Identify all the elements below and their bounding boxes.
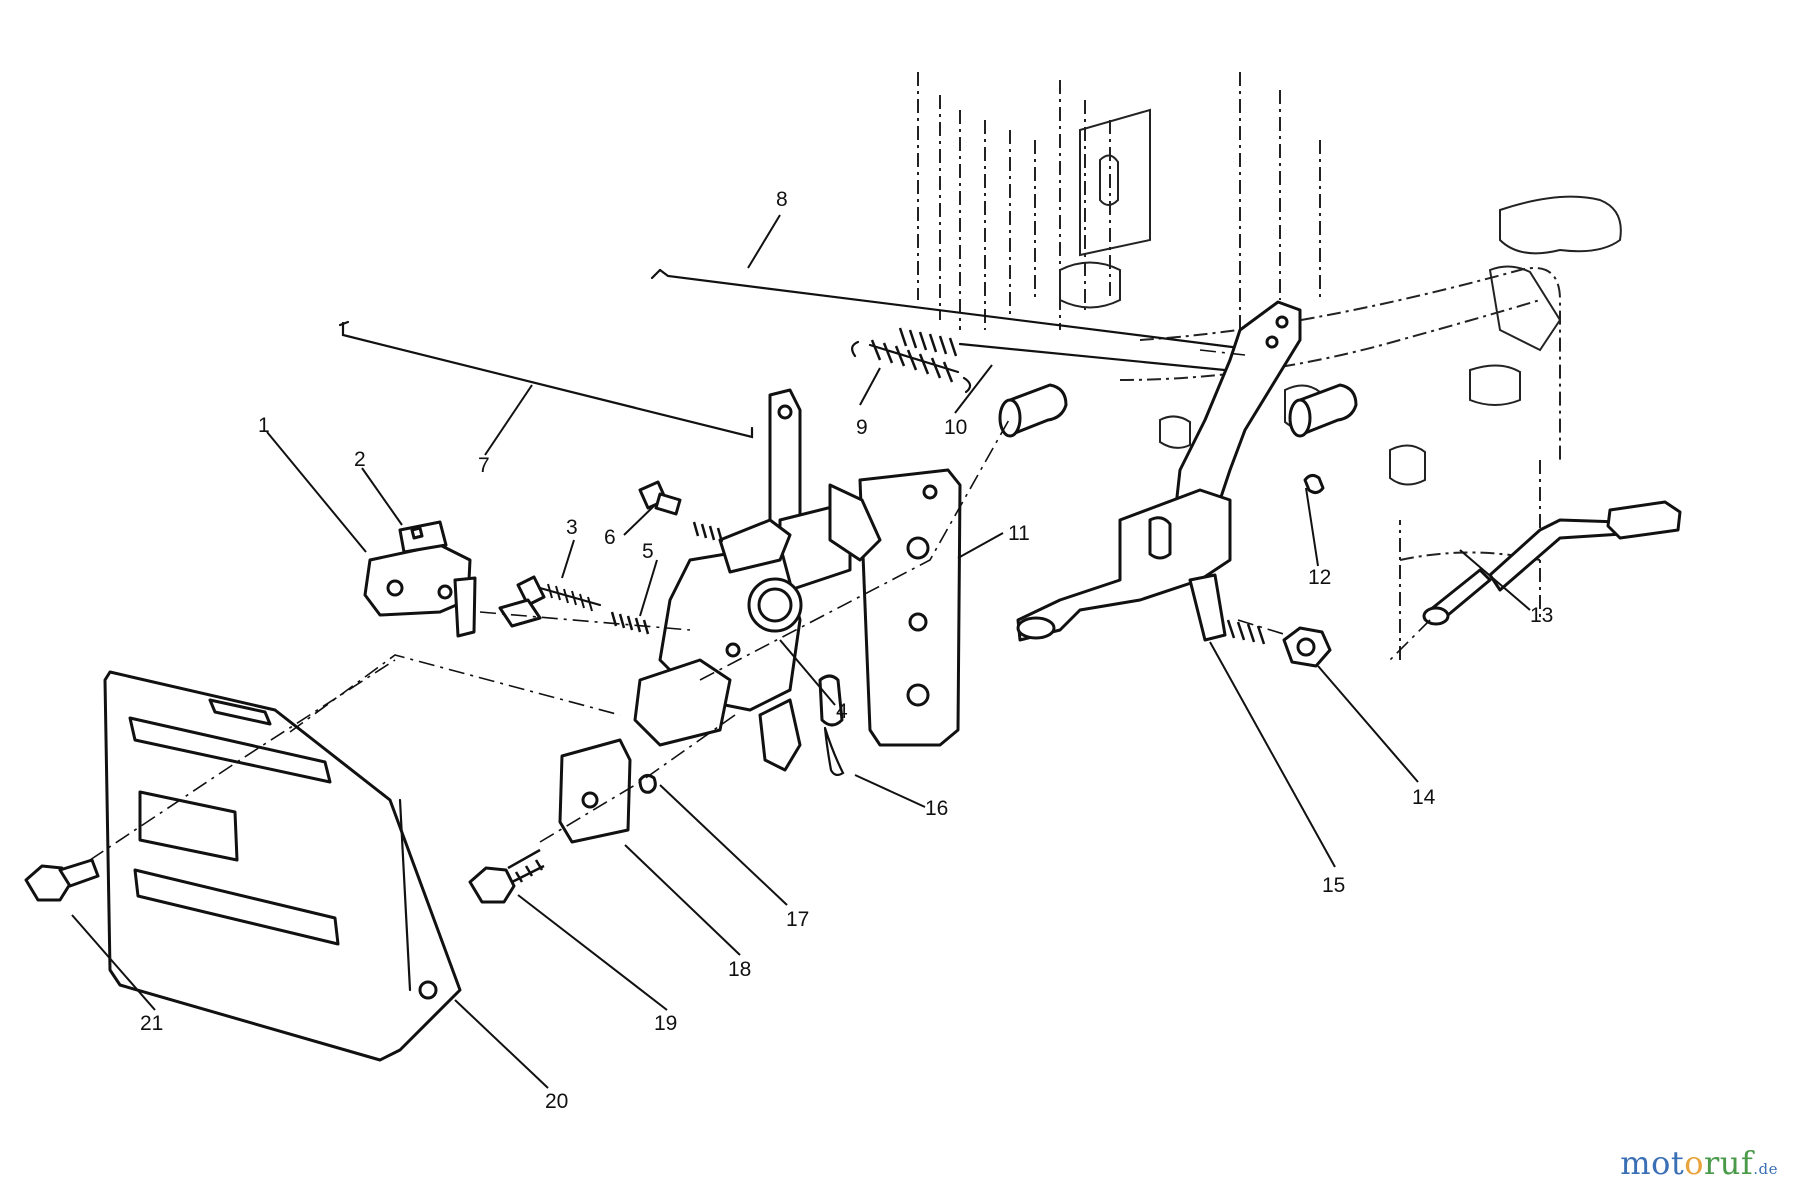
callout-8: 8 — [776, 188, 788, 211]
nut-14 — [1282, 626, 1332, 668]
watermark-part-1: mot — [1620, 1144, 1685, 1182]
callout-14: 14 — [1412, 786, 1436, 809]
callout-19: 19 — [654, 1012, 677, 1035]
spring-10 — [898, 327, 1247, 374]
callout-10: 10 — [944, 416, 967, 439]
cover-plate-20 — [103, 670, 462, 1062]
callout-4: 4 — [836, 700, 848, 723]
watermark-tld: .de — [1753, 1160, 1778, 1178]
bolt-21 — [24, 858, 100, 902]
engine-block — [917, 72, 1622, 660]
callout-6: 6 — [604, 526, 616, 549]
screw-15 — [1226, 619, 1266, 645]
bracket-1 — [363, 543, 477, 638]
assembly-lines — [89, 349, 1431, 861]
throttle-lever-15 — [1016, 300, 1302, 642]
callout-20: 20 — [545, 1090, 568, 1113]
callout-labels: 1 2 3 4 5 6 7 8 9 10 11 12 13 14 15 16 1… — [140, 188, 1553, 1113]
callout-3: 3 — [566, 516, 578, 539]
pin-17 — [638, 773, 657, 794]
spring-5 — [610, 521, 724, 635]
leader-lines — [71, 214, 1531, 1089]
callout-9: 9 — [856, 416, 868, 439]
screw-6 — [638, 480, 682, 516]
callout-7: 7 — [478, 454, 490, 477]
spacer-12 — [1303, 473, 1325, 495]
callout-16: 16 — [925, 797, 948, 820]
screw-3 — [516, 575, 602, 612]
control-shaft-13 — [1422, 500, 1682, 626]
watermark-part-2: o — [1684, 1144, 1704, 1182]
throttle-link-8 — [650, 268, 1242, 350]
watermark-logo: motoruf.de — [1620, 1144, 1778, 1182]
bushing — [998, 383, 1358, 438]
callout-21: 21 — [140, 1012, 163, 1035]
bolt-19 — [468, 848, 545, 904]
spring-9 — [851, 339, 972, 394]
governor-lever-assembly — [633, 388, 882, 777]
governor-rod-7 — [338, 320, 754, 439]
callout-13: 13 — [1530, 604, 1553, 627]
callout-12: 12 — [1308, 566, 1331, 589]
callout-17: 17 — [786, 908, 809, 931]
callout-5: 5 — [642, 540, 654, 563]
control-plate-11 — [858, 468, 962, 747]
clip-18 — [558, 738, 632, 844]
callout-11: 11 — [1008, 522, 1030, 545]
callout-15: 15 — [1322, 874, 1345, 897]
callout-2: 2 — [354, 448, 366, 471]
callout-18: 18 — [728, 958, 751, 981]
callout-1: 1 — [258, 414, 270, 437]
clip-2 — [398, 520, 542, 628]
watermark-part-3: ruf — [1704, 1144, 1754, 1182]
